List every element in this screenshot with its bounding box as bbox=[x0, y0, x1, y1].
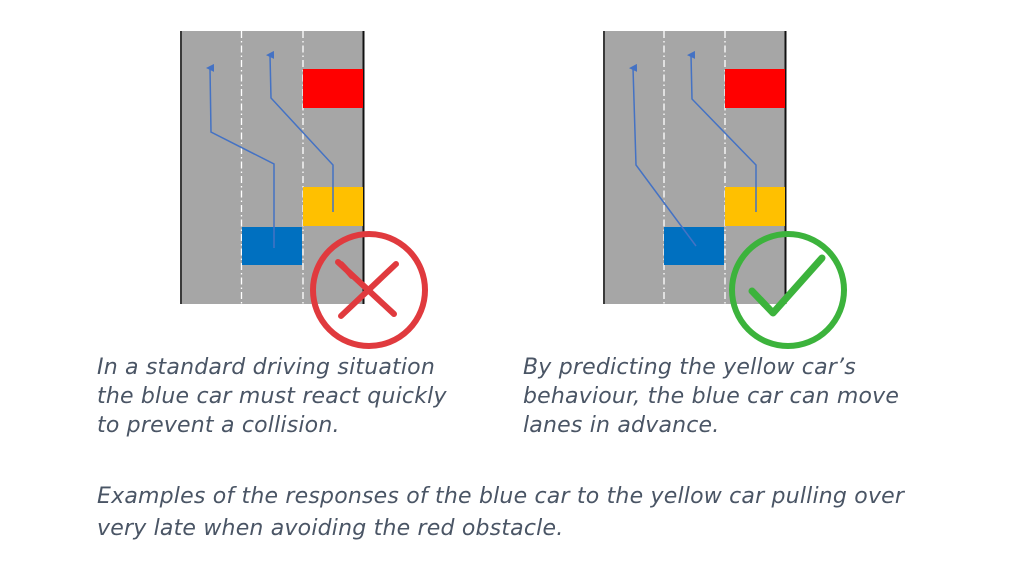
yellow-car-trajectory bbox=[687, 50, 757, 212]
caption-line: Examples of the responses of the blue ca… bbox=[97, 484, 905, 509]
caption-line: In a standard driving situation bbox=[97, 355, 435, 380]
yellow-car bbox=[725, 187, 785, 226]
cross-icon bbox=[310, 231, 428, 349]
caption-line: By predicting the yellow car’s bbox=[523, 355, 856, 380]
yellow-car-trajectory bbox=[266, 50, 334, 212]
caption-standard: In a standard driving situation the blue… bbox=[97, 353, 447, 440]
road-diagram-standard bbox=[180, 31, 428, 349]
road-diagram-predictive bbox=[603, 31, 847, 349]
red-obstacle bbox=[725, 69, 785, 108]
blue-car-trajectory bbox=[629, 63, 697, 247]
caption-line: behaviour, the blue car can move bbox=[523, 384, 900, 409]
figure-caption: Examples of the responses of the blue ca… bbox=[97, 481, 904, 545]
caption-predictive: By predicting the yellow car’s behaviour… bbox=[523, 353, 899, 440]
blue-car bbox=[242, 227, 302, 265]
caption-line: to prevent a collision. bbox=[97, 413, 340, 438]
caption-line: the blue car must react quickly bbox=[97, 384, 447, 409]
red-obstacle bbox=[303, 69, 363, 108]
caption-line: very late when avoiding the red obstacle… bbox=[97, 516, 564, 541]
blue-car bbox=[664, 227, 724, 265]
checkmark-icon bbox=[729, 231, 847, 349]
caption-line: lanes in advance. bbox=[523, 413, 720, 438]
blue-car-trajectory bbox=[206, 63, 275, 248]
